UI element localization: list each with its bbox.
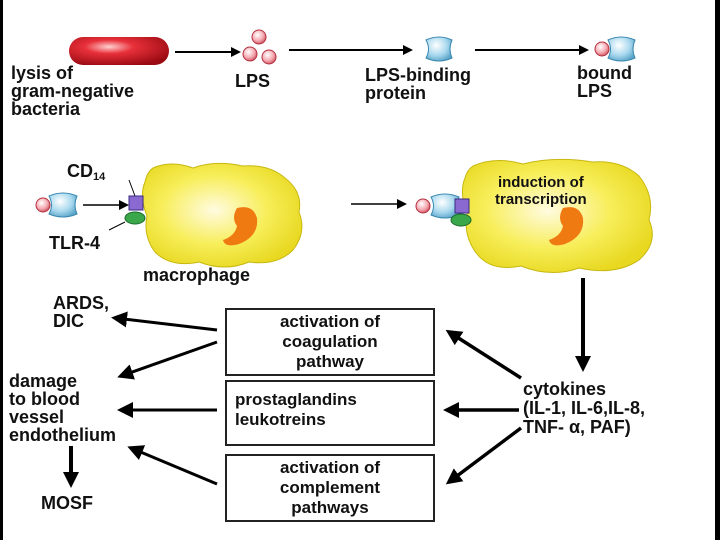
macrophage-nucleus	[223, 207, 258, 246]
label-cd14: CD14	[67, 162, 105, 186]
arrow-cytokines-to-complement	[445, 426, 523, 485]
arrow-coagulation-to-ards	[111, 311, 218, 332]
label-mosf: MOSF	[41, 493, 93, 513]
label-damage: damage to blood vessel endothelium	[9, 371, 116, 445]
lps-molecules	[242, 29, 277, 65]
diagram-graphics	[35, 29, 653, 488]
cd14-pointer	[128, 179, 136, 197]
label-tlr4: TLR-4	[49, 233, 100, 253]
box-complement-text: activation of complement pathways	[279, 458, 381, 517]
gram-negative-bacterium	[69, 37, 169, 65]
arrow-complement-to-damage	[127, 445, 218, 486]
arrow-coagulation-to-damage	[117, 340, 218, 380]
box-coagulation-text: activation of coagulation pathway	[279, 312, 381, 371]
lps-binding-protein-shape	[425, 36, 453, 62]
label-lps: LPS	[235, 71, 271, 91]
macrophage-cell	[141, 162, 303, 268]
label-cd14-text: CD	[67, 161, 93, 181]
box-prostaglandins: prostaglandins leukotreins	[225, 380, 435, 446]
label-lps-binding-protein: LPS-binding protein	[365, 65, 471, 103]
activated-macrophage-nucleus	[549, 207, 584, 246]
label-ards-dic: ARDS, DIC	[53, 293, 110, 331]
box-complement: activation of complement pathways	[225, 454, 435, 522]
cd14-receptor	[128, 195, 144, 211]
box-coagulation: activation of coagulation pathway	[225, 308, 435, 376]
bound-lps-shape	[594, 36, 636, 62]
bound-lps-approaching	[35, 192, 78, 218]
tlr4-receptor	[124, 211, 146, 225]
label-lysis: lysis of gram-negative bacteria	[11, 63, 135, 119]
box-prostaglandins-text: prostaglandins leukotreins	[235, 390, 357, 429]
arrow-cytokines-to-coagulation	[445, 329, 522, 380]
label-macrophage: macrophage	[143, 265, 251, 285]
label-cd14-subscript: 14	[93, 171, 106, 183]
label-bound-lps: bound LPS	[577, 63, 632, 101]
receptor-complex-bound	[415, 193, 472, 227]
label-cytokines: cytokines (IL-1, IL-6,IL-8, TNF- α, PAF)	[523, 379, 646, 437]
label-induction: induction of transcription	[495, 174, 587, 208]
diagram-canvas: lysis of gram-negative bacteria LPS LPS-…	[3, 0, 715, 540]
tlr4-pointer	[108, 221, 126, 231]
